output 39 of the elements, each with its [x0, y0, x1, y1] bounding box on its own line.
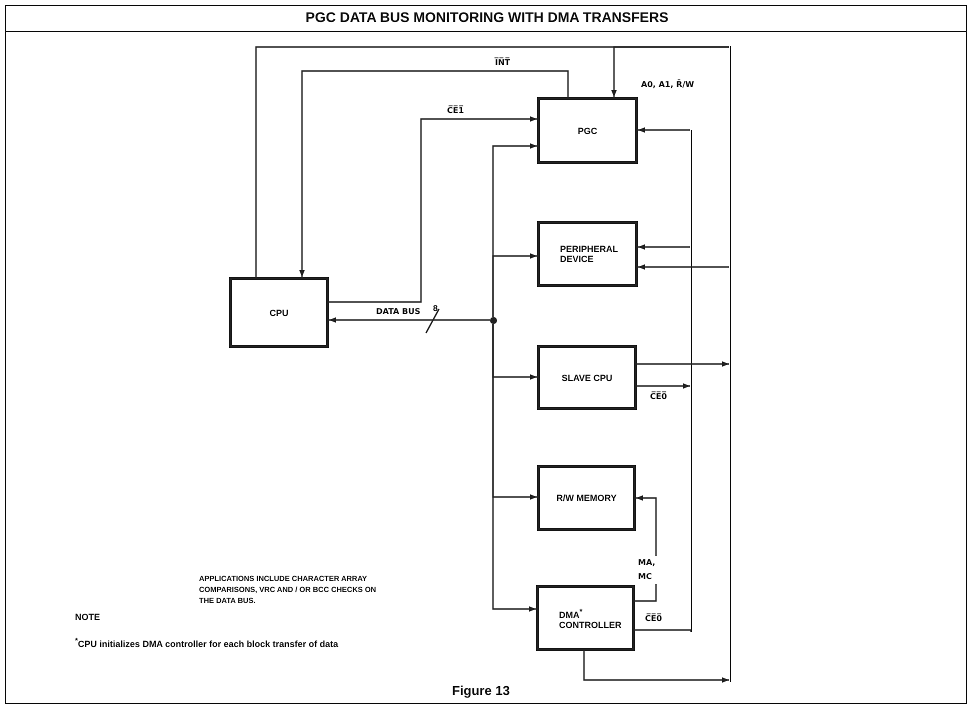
edge-label: I̅N̅T̅	[494, 58, 512, 67]
edge-label: DATA BUS	[375, 307, 422, 316]
signal-arrow	[638, 264, 729, 270]
footnote-text: $^{*}$CPU initializes DMA controller for each block transfer of data	[75, 636, 338, 649]
bus-width-label: 8	[433, 303, 438, 313]
process-box	[537, 97, 638, 164]
edge-label: A0, A1, R̄/W	[640, 80, 696, 89]
edge-label: C̅E̅1̅	[446, 106, 465, 115]
signal-arrow	[329, 116, 537, 303]
process-box	[537, 465, 636, 531]
process-box	[537, 345, 637, 410]
signal-arrow	[638, 127, 690, 133]
process-box	[536, 585, 635, 651]
signal-arrow	[637, 361, 729, 367]
process-box	[229, 277, 329, 348]
signal-arrow	[637, 383, 690, 389]
box-label: DMA$^{*}$ CONTROLLER	[559, 606, 619, 630]
signal-arrow	[638, 244, 690, 250]
signal-line	[635, 629, 692, 632]
process-box	[537, 221, 638, 287]
bus-line	[730, 46, 732, 682]
box-label: SLAVE CPU	[562, 372, 612, 382]
figure-caption: Figure 13	[452, 683, 510, 698]
junction-dot	[490, 317, 497, 324]
signal-arrow	[492, 253, 537, 317]
bus-line	[690, 130, 692, 632]
diagram-title: PGC DATA BUS MONITORING WITH DMA TRANSFERS	[304, 9, 670, 25]
box-label: CPU	[269, 308, 288, 318]
signal-arrow	[492, 324, 536, 612]
note-heading: NOTE	[75, 612, 100, 622]
box-label: PGC	[578, 126, 598, 136]
edge-label: C̅E̅0̅	[644, 614, 663, 623]
signal-arrow	[583, 651, 729, 683]
signal-arrow	[299, 70, 569, 277]
edge-label: C̅E̅0̅	[649, 392, 668, 401]
box-label: R/W MEMORY	[556, 493, 617, 503]
box-label: PERIPHERAL DEVICE	[560, 244, 619, 264]
signal-arrow	[329, 317, 490, 323]
signal-arrow	[611, 46, 729, 97]
